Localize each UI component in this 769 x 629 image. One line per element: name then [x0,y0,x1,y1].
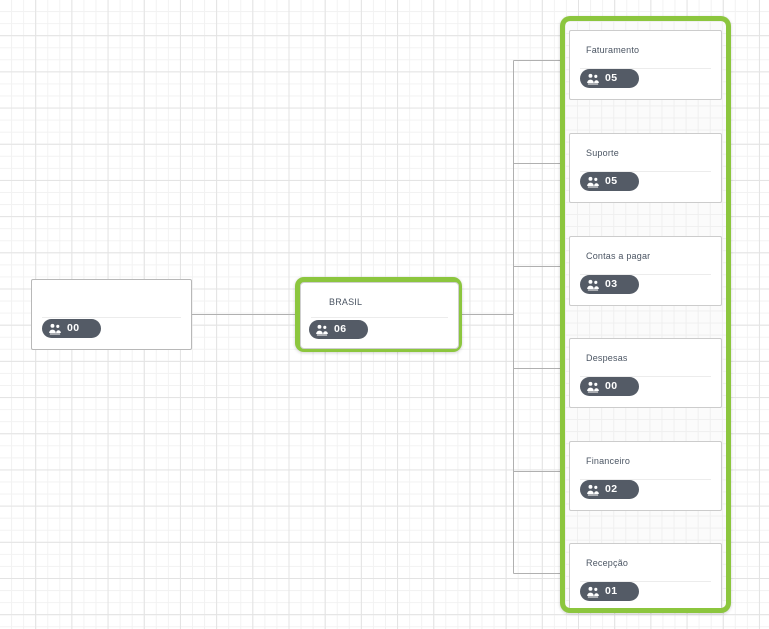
node-brasil[interactable]: BRASIL 06 [295,277,462,352]
node-department-suporte-divider [580,171,711,172]
node-department-suporte-user-count: 05 [605,175,618,188]
node-department-contas-a-pagar-title: Contas a pagar [586,251,651,261]
department-group-container[interactable]: Faturamento 05 Suporte [560,16,731,613]
node-department-financeiro-user-count: 02 [605,483,618,496]
node-brasil-title: BRASIL [329,297,363,307]
department-group-inner: Faturamento 05 Suporte [565,21,726,608]
node-department-financeiro-title: Financeiro [586,456,631,466]
node-department-faturamento-title: Faturamento [586,45,640,55]
node-root[interactable]: 00 [31,279,192,350]
node-department-despesas-divider [580,376,711,377]
users-group-icon [587,73,599,85]
node-department-financeiro[interactable]: Financeiro 02 [569,441,722,511]
node-department-contas-a-pagar-user-count-badge[interactable]: 03 [580,275,639,294]
node-brasil-user-count-badge[interactable]: 06 [309,320,368,339]
node-department-despesas-title: Despesas [586,353,628,363]
node-department-despesas-user-count: 00 [605,380,618,393]
node-department-recepcao-user-count: 01 [605,585,618,598]
users-group-icon [587,176,599,188]
node-department-faturamento-user-count: 05 [605,72,618,85]
node-department-recepcao-user-count-badge[interactable]: 01 [580,582,639,601]
node-department-contas-a-pagar-user-count: 03 [605,278,618,291]
node-department-faturamento-user-count-badge[interactable]: 05 [580,69,639,88]
node-brasil-user-count: 06 [334,323,347,336]
node-department-faturamento[interactable]: Faturamento 05 [569,30,722,100]
node-root-divider [42,317,181,318]
node-department-recepcao-divider [580,581,711,582]
users-group-icon [587,586,599,598]
users-group-icon [49,323,61,335]
users-group-icon [316,324,328,336]
users-group-icon [587,484,599,496]
users-group-icon [587,381,599,393]
node-department-recepcao-title: Recepção [586,558,629,568]
node-department-despesas-user-count-badge[interactable]: 00 [580,377,639,396]
node-root-user-count: 00 [67,322,80,335]
node-root-user-count-badge[interactable]: 00 [42,319,101,338]
node-department-suporte-user-count-badge[interactable]: 05 [580,172,639,191]
node-department-financeiro-user-count-badge[interactable]: 02 [580,480,639,499]
node-department-financeiro-divider [580,479,711,480]
node-department-suporte-title: Suporte [586,148,619,158]
node-department-faturamento-divider [580,68,711,69]
node-department-contas-a-pagar-divider [580,274,711,275]
node-department-contas-a-pagar[interactable]: Contas a pagar 03 [569,236,722,306]
node-department-despesas[interactable]: Despesas 00 [569,338,722,408]
users-group-icon [587,279,599,291]
node-department-recepcao[interactable]: Recepção 01 [569,543,722,608]
node-brasil-divider [311,317,448,318]
node-department-suporte[interactable]: Suporte 05 [569,133,722,203]
